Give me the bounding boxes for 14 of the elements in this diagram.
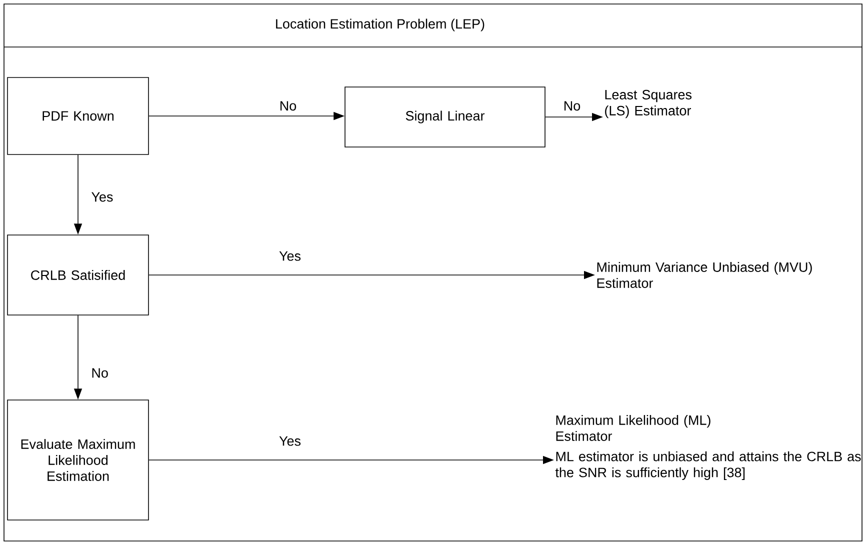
result-text: Maximum Likelihood (ML) Estimator bbox=[556, 415, 710, 441]
result-text: Minimum Variance Unbiased (MVU) Estimator bbox=[597, 262, 812, 288]
process-box: Signal Linear bbox=[344, 86, 546, 148]
process-box: CRLB Satisified bbox=[7, 234, 149, 316]
process-box: PDF Known bbox=[7, 77, 149, 155]
process-box: Evaluate Maximum Likelihood Estimation bbox=[7, 400, 149, 520]
edge-label: No bbox=[278, 100, 298, 112]
result-text: Least Squares (LS) Estimator bbox=[605, 90, 692, 118]
edge-label: Yes bbox=[278, 250, 302, 262]
note-text: ML estimator is unbiased and attains the CRLB as the SNR is sufficiently high [38] bbox=[555, 451, 861, 480]
edge-label: Yes bbox=[90, 191, 114, 203]
edge-label: No bbox=[90, 367, 110, 379]
edge-label: Yes bbox=[278, 435, 302, 447]
edge-label: No bbox=[562, 100, 582, 112]
